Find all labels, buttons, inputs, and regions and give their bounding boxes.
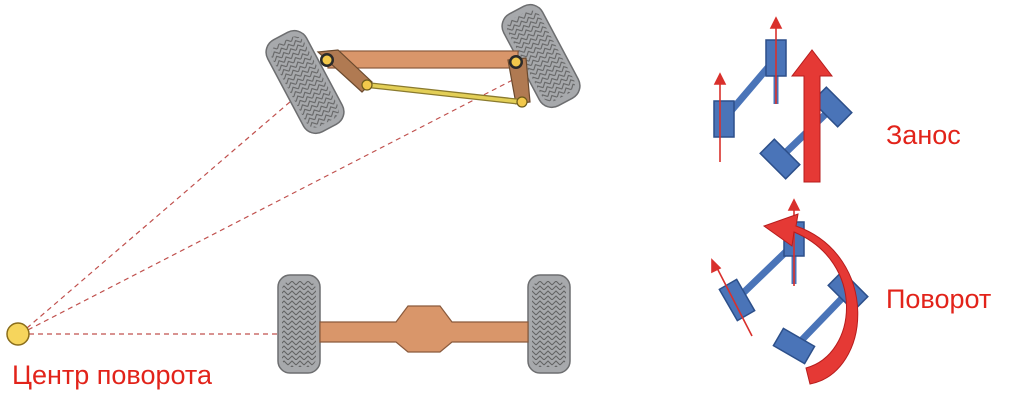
- right-tie-rod-joint: [516, 96, 528, 108]
- front-beam: [327, 50, 519, 69]
- turn-wheel-bottom: [772, 327, 816, 365]
- rear-right-tire: [527, 274, 571, 374]
- front-right-tire: [501, 3, 581, 109]
- skid-wheel-left: [713, 100, 735, 138]
- turn-label: Поворот: [886, 284, 992, 314]
- left-tie-rod-joint: [361, 79, 373, 91]
- rear-beam-with-differential: [319, 305, 529, 353]
- rear-axle: [277, 274, 571, 374]
- front-left-tire: [265, 29, 345, 135]
- skid-wheel-bottom: [759, 138, 801, 180]
- turning-center-point: [6, 322, 30, 346]
- rear-left-tire: [277, 274, 321, 374]
- guide-line-right-wheel: [19, 69, 533, 335]
- front-axle: [265, 3, 581, 135]
- skid-label: Занос: [886, 120, 961, 150]
- guide-line-left-wheel: [19, 94, 299, 335]
- turn-illustration: [711, 198, 869, 385]
- skid-illustration: [713, 16, 853, 183]
- turning-center-label: Центр поворота: [12, 360, 212, 390]
- turn-direction-arrow: [762, 213, 859, 385]
- skid-direction-arrow: [790, 49, 834, 183]
